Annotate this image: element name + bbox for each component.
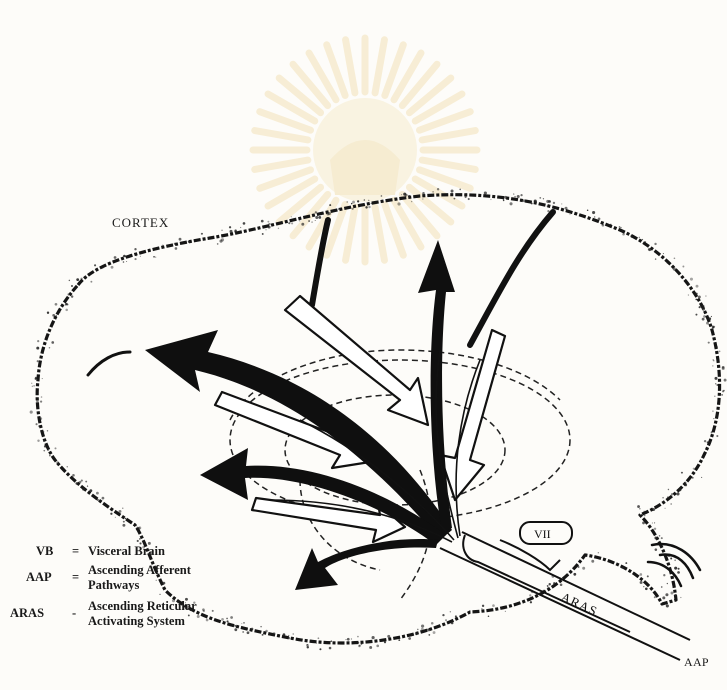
legend-row-aras: ARAS - Ascending Reticular Activating Sy…: [10, 600, 270, 632]
legend-row-vb: VB = Visceral Brain: [10, 545, 270, 561]
legend-separator: =: [72, 545, 79, 558]
legend-definition: Ascending Reticular: [88, 600, 197, 613]
legend-definition: Visceral Brain: [88, 545, 165, 558]
aap-diagram-label: AAP: [684, 655, 709, 670]
vii-label: VII: [534, 527, 551, 541]
legend-separator: =: [72, 571, 79, 584]
legend-abbr: AAP: [26, 571, 52, 584]
legend-row-aap: AAP = Ascending Afferent Pathways: [10, 564, 270, 596]
legend-separator: -: [72, 607, 76, 620]
legend-definition: Ascending Afferent: [88, 564, 191, 577]
legend-abbr: ARAS: [10, 607, 44, 620]
cortex-label: CORTEX: [112, 215, 169, 231]
legend-abbr: VB: [36, 545, 53, 558]
watermark-sunburst: [253, 38, 477, 262]
legend-definition: Pathways: [88, 579, 139, 592]
legend-definition: Activating System: [88, 615, 185, 628]
ascending-afferent-arrows: [215, 296, 505, 542]
